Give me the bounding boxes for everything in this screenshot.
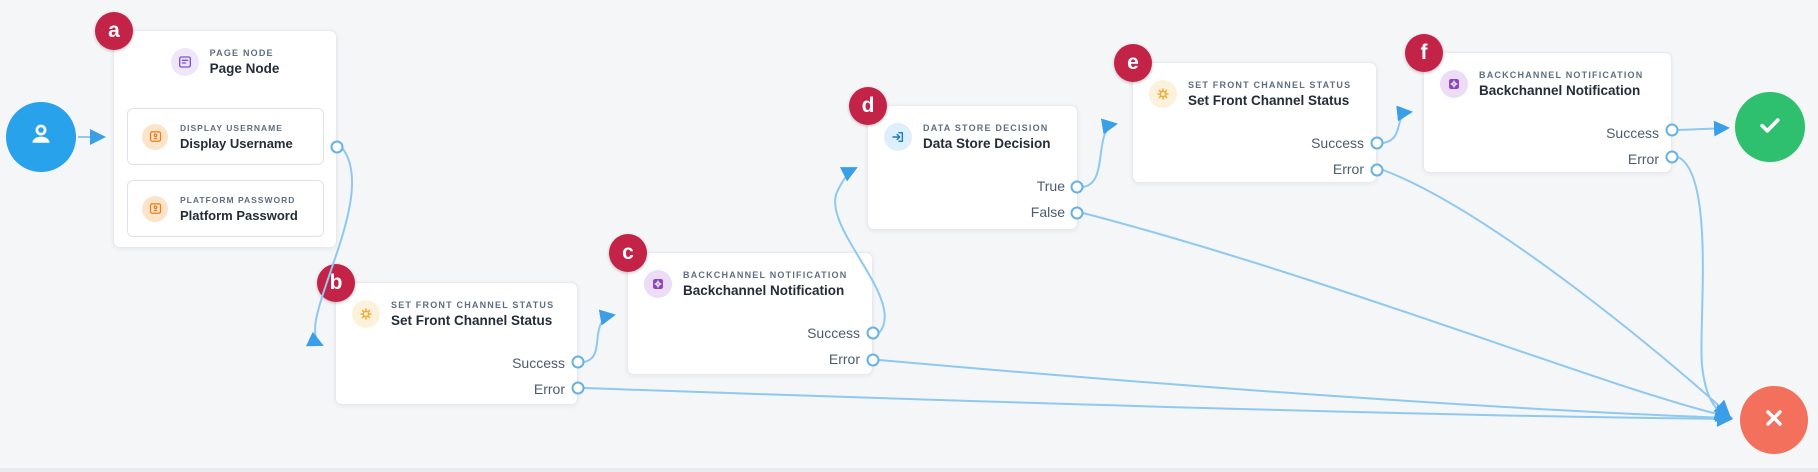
- output-port-e-success[interactable]: [1370, 136, 1384, 150]
- node-card-a-page-node[interactable]: a PAGE NODE Page Node: [95, 12, 337, 248]
- output-label-true: True: [1036, 178, 1065, 194]
- node-title: Page Node: [209, 61, 280, 76]
- output-label-success: Success: [807, 325, 860, 341]
- output-port-c-error[interactable]: [866, 353, 880, 367]
- node-card-e-set-front-channel-status[interactable]: e SET FRONT CHANNEL STATUS Set Front Cha…: [1114, 44, 1377, 183]
- check-icon: [1753, 108, 1787, 147]
- annotation-badge-b: b: [317, 264, 355, 302]
- output-port-e-error[interactable]: [1370, 163, 1384, 177]
- output-label-success: Success: [512, 355, 565, 371]
- subnode-title: Platform Password: [180, 207, 298, 223]
- node-card-f-backchannel-notification[interactable]: f BACKCHANNEL NOTIFICATION Backchannel N…: [1405, 34, 1672, 173]
- subnode-display-username[interactable]: DISPLAY USERNAME Display Username: [127, 108, 324, 165]
- subnode-type-label: DISPLAY USERNAME: [180, 122, 283, 133]
- annotation-badge-d: d: [849, 87, 887, 125]
- edge-d-false-to-x: [1082, 212, 1732, 422]
- output-label-success: Success: [1311, 135, 1364, 151]
- output-label-error: Error: [1332, 161, 1364, 177]
- contact-card-icon: [142, 195, 168, 222]
- node-card-d-data-store-decision[interactable]: d DATA STORE DECISION Data Store Decisio…: [849, 87, 1078, 230]
- node-type-label: PAGE NODE: [209, 48, 274, 58]
- node-title: Backchannel Notification: [1479, 83, 1641, 98]
- node-type-label: SET FRONT CHANNEL STATUS: [391, 300, 555, 310]
- canvas-bottom-edge: [0, 468, 1818, 472]
- output-port-a[interactable]: [330, 140, 344, 154]
- node-title: Set Front Channel Status: [391, 313, 553, 328]
- edge-c-error-to-x: [878, 359, 1733, 426]
- output-port-d-false[interactable]: [1070, 206, 1084, 220]
- edge-f-error-to-x: [1677, 156, 1731, 421]
- annotation-badge-e: e: [1114, 44, 1152, 82]
- edge-d-true-to-e: [1082, 118, 1118, 188]
- node-type-label: BACKCHANNEL NOTIFICATION: [1479, 70, 1644, 80]
- page-icon: [170, 48, 199, 76]
- node-card-c-backchannel-notification[interactable]: c BACKCHANNEL NOTIFICATION Backchannel N…: [609, 234, 873, 375]
- annotation-badge-a: a: [95, 12, 133, 50]
- contact-card-icon: [142, 123, 168, 150]
- sign-in-arrow-icon: [884, 123, 912, 151]
- edge-e-error-to-x: [1382, 169, 1731, 417]
- edge-e-success-to-f: [1382, 105, 1413, 144]
- output-port-f-success[interactable]: [1665, 123, 1679, 137]
- node-title: Data Store Decision: [923, 136, 1051, 151]
- output-port-c-success[interactable]: [866, 326, 880, 340]
- error-terminal-node[interactable]: [1740, 386, 1808, 454]
- output-port-f-error[interactable]: [1665, 150, 1679, 164]
- node-type-label: DATA STORE DECISION: [923, 123, 1049, 133]
- subnode-title: Display Username: [180, 135, 293, 151]
- output-port-b-success[interactable]: [571, 355, 585, 369]
- backchannel-icon: [644, 270, 672, 298]
- node-type-label: BACKCHANNEL NOTIFICATION: [683, 270, 848, 280]
- output-label-error: Error: [533, 381, 565, 397]
- gear-icon: [1149, 80, 1177, 108]
- output-label-success: Success: [1606, 125, 1659, 141]
- node-card-b-set-front-channel-status[interactable]: b SET FRONT CHANNEL STATUS Set Front Cha…: [317, 264, 578, 405]
- output-label-error: Error: [828, 351, 860, 367]
- close-icon: [1758, 402, 1790, 439]
- user-icon: [25, 119, 57, 156]
- start-node[interactable]: [6, 102, 76, 172]
- edge-f-success-to-check: [1677, 120, 1730, 137]
- backchannel-icon: [1440, 70, 1468, 98]
- success-terminal-node[interactable]: [1735, 92, 1805, 162]
- subnode-type-label: PLATFORM PASSWORD: [180, 194, 296, 205]
- subnode-platform-password[interactable]: PLATFORM PASSWORD Platform Password: [127, 180, 324, 237]
- gear-icon: [352, 300, 380, 328]
- node-type-label: SET FRONT CHANNEL STATUS: [1188, 80, 1352, 90]
- annotation-badge-f: f: [1405, 34, 1443, 72]
- edge-b-error-to-x: [583, 387, 1733, 427]
- edge-b-success-to-c: [583, 309, 616, 363]
- output-port-b-error[interactable]: [571, 381, 585, 395]
- output-port-d-true[interactable]: [1070, 180, 1084, 194]
- output-label-error: Error: [1627, 151, 1659, 167]
- node-title: Backchannel Notification: [683, 283, 845, 298]
- node-title: Set Front Channel Status: [1188, 93, 1350, 108]
- annotation-badge-c: c: [609, 234, 647, 272]
- output-label-false: False: [1030, 204, 1065, 220]
